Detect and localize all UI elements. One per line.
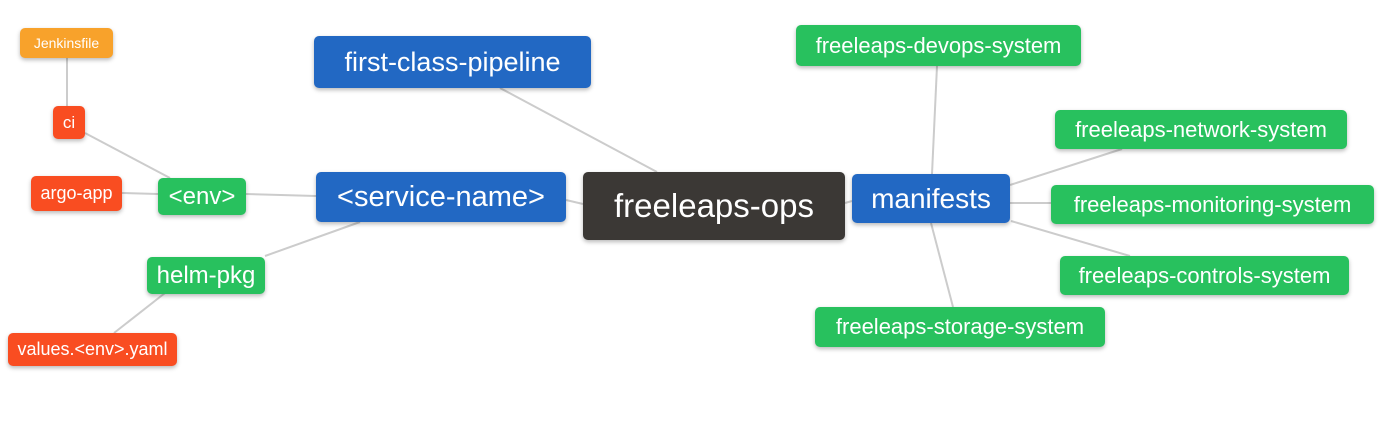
node-freeleaps-controls-system[interactable]: freeleaps-controls-system — [1060, 256, 1349, 295]
node-freeleaps-storage-system[interactable]: freeleaps-storage-system — [815, 307, 1105, 347]
edge-manifests-devops — [931, 65, 938, 175]
edge-freeleaps-ops-manifests — [844, 200, 853, 204]
node-ci[interactable]: ci — [53, 106, 85, 139]
edge-helm-pkg-service-name — [264, 221, 361, 257]
node-freeleaps-ops-root[interactable]: freeleaps-ops — [583, 172, 845, 240]
edge-manifests-storage — [930, 222, 954, 308]
edge-ci-env — [84, 132, 171, 179]
node-freeleaps-devops-system[interactable]: freeleaps-devops-system — [796, 25, 1081, 66]
node-service-name[interactable]: <service-name> — [316, 172, 566, 222]
node-freeleaps-monitoring-system[interactable]: freeleaps-monitoring-system — [1051, 185, 1374, 224]
edge-service-name-freeleaps-ops — [565, 199, 584, 205]
node-jenkinsfile[interactable]: Jenkinsfile — [20, 28, 113, 58]
node-helm-pkg[interactable]: helm-pkg — [147, 257, 265, 294]
edge-pipeline-freeleaps-ops — [499, 87, 658, 173]
node-values-env-yaml[interactable]: values.<env>.yaml — [8, 333, 177, 366]
node-freeleaps-network-system[interactable]: freeleaps-network-system — [1055, 110, 1347, 149]
edge-env-service-name — [245, 193, 317, 197]
node-first-class-pipeline[interactable]: first-class-pipeline — [314, 36, 591, 88]
edge-manifests-network — [1009, 148, 1123, 186]
node-env[interactable]: <env> — [158, 178, 246, 215]
edge-helm-pkg-values — [113, 292, 166, 334]
edge-manifests-controls — [1010, 220, 1131, 257]
node-argo-app[interactable]: argo-app — [31, 176, 122, 211]
edge-argo-app-env — [121, 192, 159, 195]
node-manifests[interactable]: manifests — [852, 174, 1010, 223]
